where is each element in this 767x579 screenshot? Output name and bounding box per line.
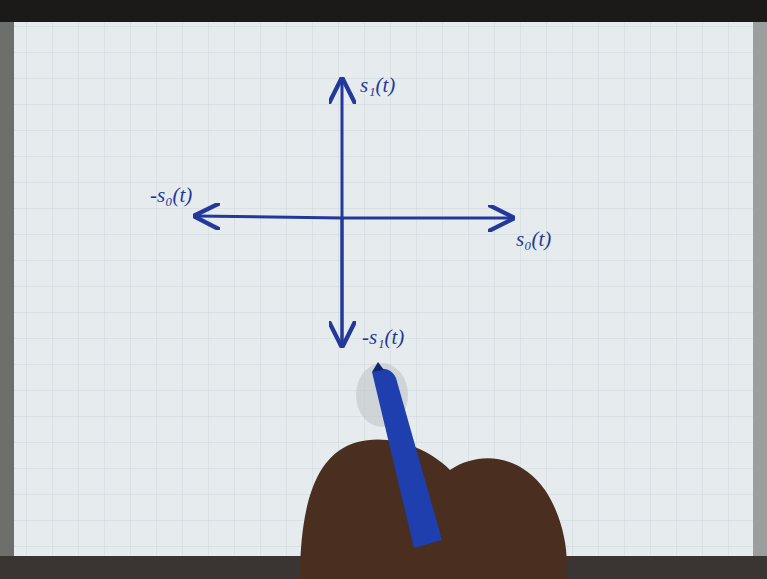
signal-label: s₁(t) <box>360 74 395 97</box>
signal-label: -s₁(t) <box>362 326 404 349</box>
horizontal-axis-right <box>342 217 512 220</box>
horizontal-axis-left <box>196 216 342 218</box>
signal-label: s₀(t) <box>516 228 551 251</box>
right-edge <box>753 22 767 579</box>
marker-tip <box>372 362 384 372</box>
vertical-axis-down <box>341 217 344 345</box>
signal-label: -s₀(t) <box>150 184 192 207</box>
marker-pen <box>372 369 442 548</box>
vertical-axis-up <box>341 80 344 345</box>
hand <box>300 440 567 579</box>
top-band <box>0 0 767 22</box>
left-edge <box>0 22 14 579</box>
